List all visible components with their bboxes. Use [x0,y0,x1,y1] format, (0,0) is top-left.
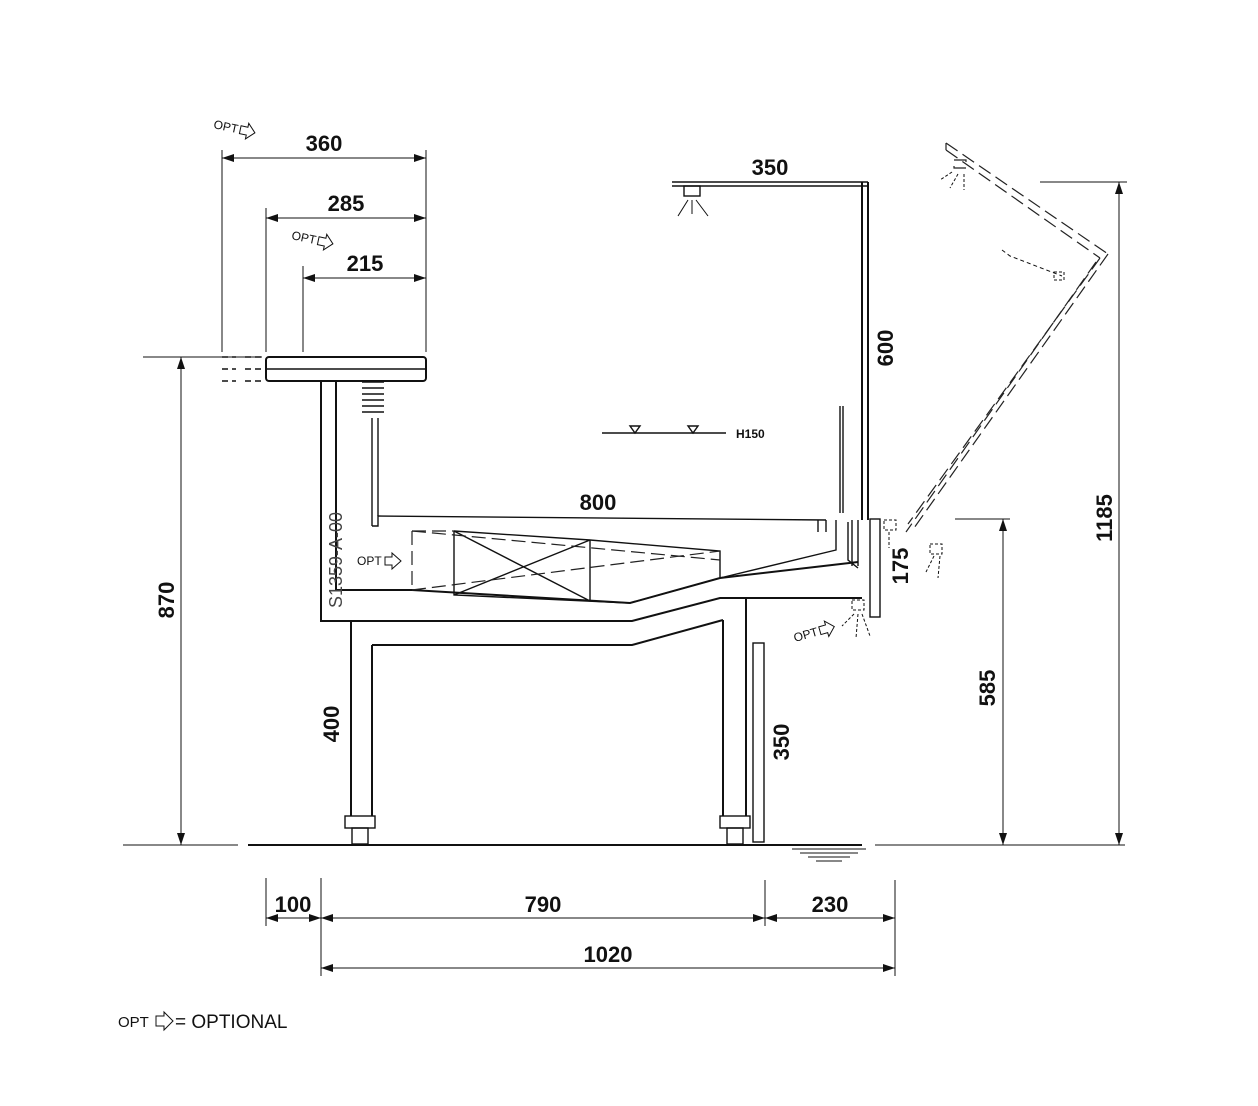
opt-label-shelf: OPT [290,228,318,247]
floor-line [123,844,1125,862]
dim-800: 800 [580,490,617,515]
top-shelf [222,356,427,526]
dim-350-top: 350 [752,155,789,180]
dim-1185: 1185 [1092,494,1117,542]
dim-100: 100 [275,892,312,917]
h150-label: H150 [736,427,765,441]
legend-opt: OPT [118,1014,149,1031]
dim-215: 215 [347,251,384,276]
drawing-code: S1359-A-00 [326,512,346,608]
opt-arrow-icon [384,551,402,571]
dim-230: 230 [812,892,849,917]
opt-marker-front: OPT [792,620,835,645]
dim-790: 790 [525,892,562,917]
dim-285: 285 [328,191,365,216]
dimension-lines [143,150,1127,976]
opt-label-evaporator: OPT [357,554,382,568]
dim-360: 360 [306,131,343,156]
opt-marker-evaporator: OPT [357,551,402,571]
dim-1020: 1020 [584,942,633,967]
tilted-glass-optional [841,142,1109,639]
opt-marker-top: OPT [212,117,256,141]
dim-175: 175 [888,548,913,585]
opt-arrow-icon [316,233,334,252]
counter-body [320,381,862,845]
dim-585: 585 [975,670,1000,707]
dim-350-side: 350 [769,724,794,761]
opt-arrow-icon [818,620,835,638]
opt-arrow-icon [238,122,256,141]
opt-label-top: OPT [212,117,240,136]
legend-arrow-icon [155,1010,174,1032]
lamp-icon [677,185,709,217]
dim-600: 600 [873,330,898,367]
front-glass [672,181,881,618]
opt-label-front: OPT [792,624,820,644]
legend-text: = OPTIONAL [175,1012,287,1033]
legend: OPT = OPTIONAL [118,1010,287,1033]
opt-marker-shelf: OPT [290,228,334,252]
dim-870: 870 [154,582,179,619]
h150-level-line [602,425,726,435]
dim-400: 400 [319,706,344,743]
